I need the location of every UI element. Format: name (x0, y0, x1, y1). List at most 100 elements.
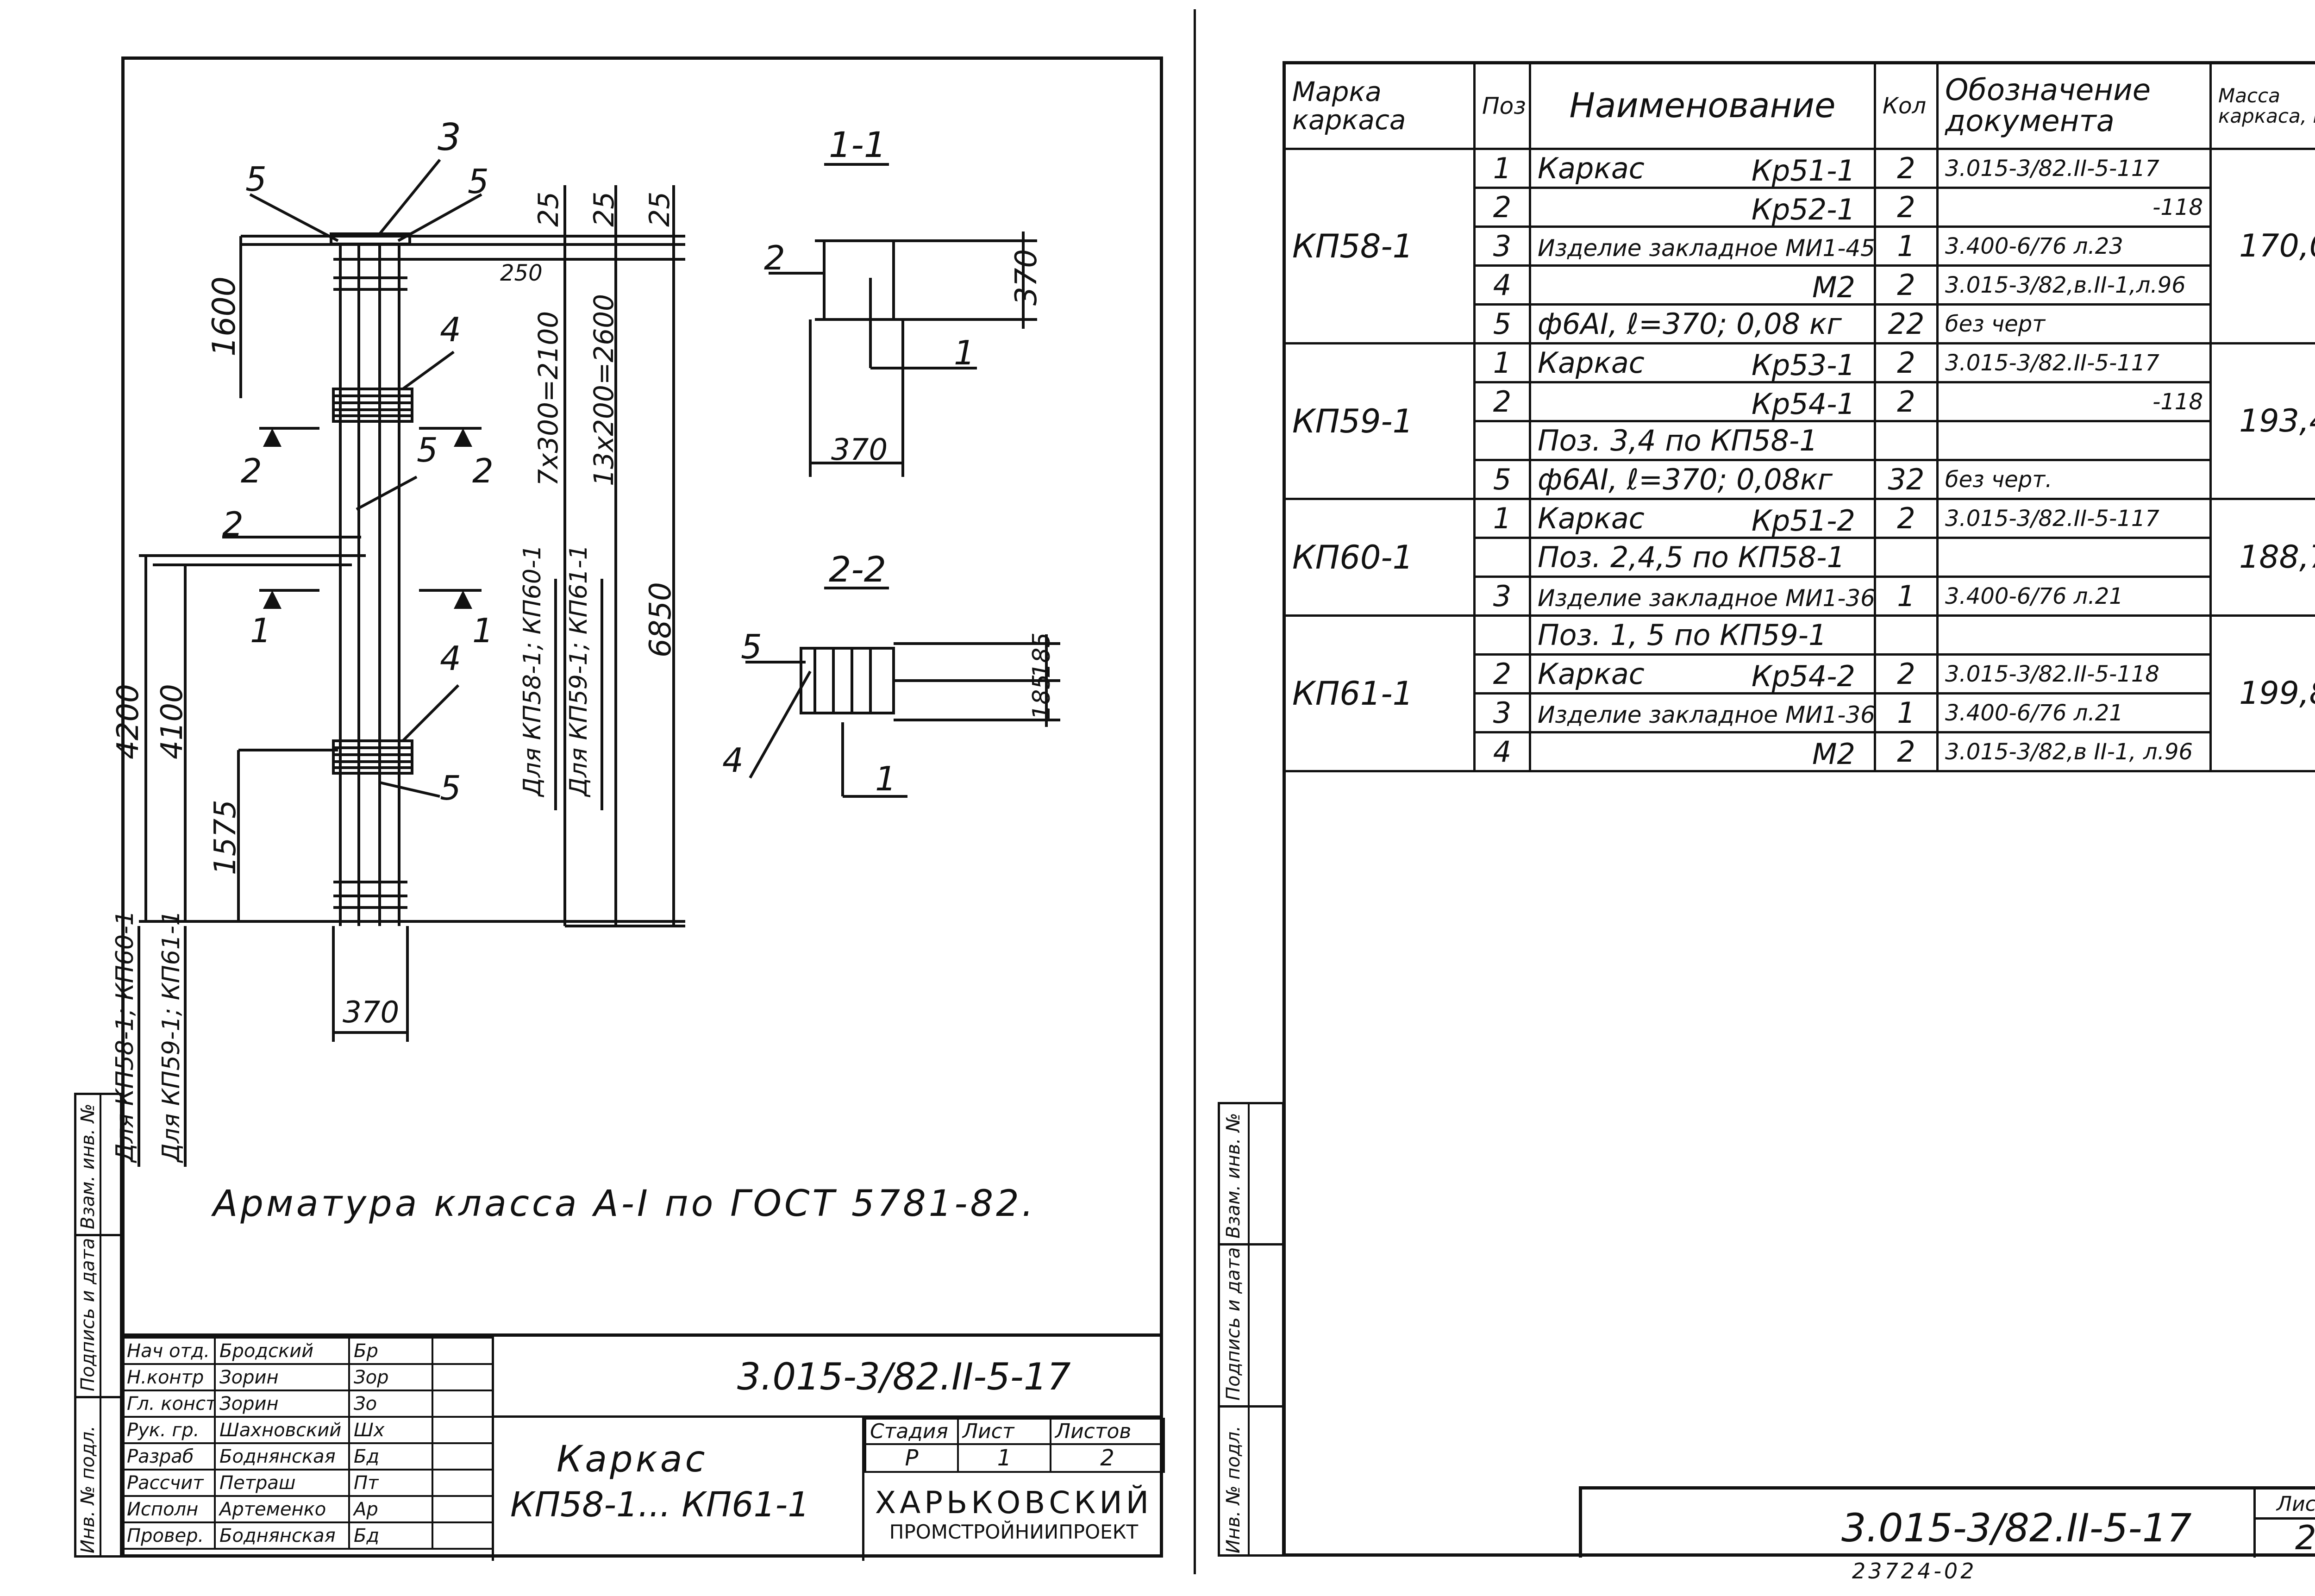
row-doc: без черт (1936, 303, 2212, 344)
dim-25: 25 (588, 191, 620, 227)
stage-value: Р (864, 1443, 959, 1473)
title-line2: КП58-1... КП61-1 (510, 1485, 810, 1525)
row-pos (1473, 420, 1531, 461)
row-doc: -118 (1936, 381, 2212, 422)
signature-role: Исполн (121, 1495, 216, 1523)
signature-role: Нач отд. (121, 1337, 216, 1365)
row-name: Изделие закладное МИ1-36 (1529, 576, 1876, 617)
row-doc: -118 (1936, 187, 2212, 228)
row-name-text: Поз. 2,4,5 по КП58-1 (1538, 540, 1845, 574)
row-name: Каркас Кр51-2 (1529, 498, 1876, 539)
row-qty: 2 (1874, 381, 1939, 422)
signature-name: Зорин (214, 1389, 350, 1418)
row-doc (1936, 537, 2212, 578)
signature-sign: Ар (348, 1495, 433, 1523)
group-mark: КП60-1 (1283, 498, 1476, 617)
row-name-mark: Кр51-2 (1751, 504, 1855, 538)
sheets-value: 2 (1050, 1443, 1165, 1473)
position-label: 2 (764, 238, 785, 277)
dim-185: 185 (1028, 674, 1056, 720)
row-name: Поз. 1, 5 по КП59-1 (1529, 614, 1876, 656)
row-doc: 3.400-6/76 л.23 (1936, 225, 2212, 267)
signature-name: Бродский (214, 1337, 350, 1365)
signature-sign: Бр (348, 1337, 433, 1365)
cut-label: 2 (241, 451, 262, 490)
row-name-mark: М2 (1812, 737, 1855, 771)
row-name: Изделие закладное МИ1-45 (1529, 225, 1876, 267)
row-qty: 2 (1874, 264, 1939, 306)
signature-sign: Зор (348, 1363, 433, 1391)
row-name: Кр52-1 (1529, 187, 1876, 228)
row-name-text: ф6АI, ℓ=370; 0,08 кг (1538, 307, 1842, 341)
row-qty: 1 (1874, 225, 1939, 267)
org-line2: ПРОМСТРОЙНИИПРОЕКТ (889, 1521, 1139, 1543)
side-stamp-item: Инв. № подл. (1223, 1426, 1244, 1553)
clamp-block (332, 739, 413, 775)
signature-name: Боднянская (214, 1521, 350, 1550)
row-pos (1473, 537, 1531, 578)
dim-370: 370 (1009, 249, 1044, 306)
position-label: 4 (722, 741, 744, 780)
signature-sign: Шх (348, 1416, 433, 1444)
header-mass: Масса каркаса, кг (2209, 62, 2315, 150)
right-side-stamp: Взам. инв. № Подпись и дата Инв. № подл. (1218, 1102, 1284, 1557)
section-2-2-label: 2-2 (829, 549, 887, 590)
row-name: ф6АI, ℓ=370; 0,08кг (1529, 459, 1876, 500)
row-name-mark: Кр54-2 (1751, 659, 1855, 693)
dim-370: 370 (343, 995, 400, 1030)
row-name-text: Поз. 1, 5 по КП59-1 (1538, 618, 1827, 652)
row-doc: 3.015-3/82.II-5-117 (1936, 498, 2212, 539)
dim-4200: 4200 (111, 684, 145, 759)
dim-1600: 1600 (206, 276, 243, 357)
dim-25: 25 (644, 191, 676, 227)
signature-role: Гл. констр. (121, 1389, 216, 1418)
dim-25: 25 (532, 191, 565, 227)
row-name-mark: М2 (1812, 270, 1855, 304)
row-qty: 2 (1874, 498, 1939, 539)
row-doc: без черт. (1936, 459, 2212, 500)
row-pos: 4 (1473, 264, 1531, 306)
dim-185: 185 (1028, 632, 1056, 678)
reinforcement-note: Арматура класса А-I по ГОСТ 5781-82. (213, 1183, 1036, 1225)
row-pos: 2 (1473, 187, 1531, 228)
row-pos: 3 (1473, 576, 1531, 617)
row-doc (1936, 420, 2212, 461)
row-name: Кр54-1 (1529, 381, 1876, 422)
section-1-1-box (823, 239, 895, 321)
row-name-mark: Кр54-1 (1751, 387, 1855, 421)
position-label: 2 (222, 505, 244, 544)
dim-370: 370 (831, 433, 888, 467)
bottom-stamp: 23724-02 (1852, 1558, 1977, 1583)
row-doc: 3.015-3/82,в.II-1,л.96 (1936, 264, 2212, 306)
footer-sheet-label: Лист (2277, 1492, 2315, 1516)
row-name-text: Каркас (1538, 501, 1645, 535)
group-mass: 193,4 (2209, 342, 2315, 500)
row-name-text: Каркас (1538, 657, 1645, 691)
signature-sign: Зо (348, 1389, 433, 1418)
dim-250: 250 (500, 260, 543, 286)
left-note-58-60: Для КП58-1; КП60-1 (111, 910, 139, 1162)
section-1-1-label: 1-1 (829, 124, 887, 165)
signature-name: Зорин (214, 1363, 350, 1391)
row-name-text: Изделие закладное МИ1-36 (1538, 701, 1875, 728)
group-mass: 199,8 (2209, 614, 2315, 772)
position-label: 4 (440, 310, 461, 349)
row-name: Поз. 3,4 по КП58-1 (1529, 420, 1876, 461)
sheet-header: Лист (957, 1418, 1051, 1445)
header-mark: Марка каркаса (1283, 62, 1476, 150)
note-for-59-61: Для КП59-1; КП61-1 (565, 545, 593, 796)
position-label: 3 (438, 116, 461, 159)
signature-sign: Пт (348, 1469, 433, 1497)
